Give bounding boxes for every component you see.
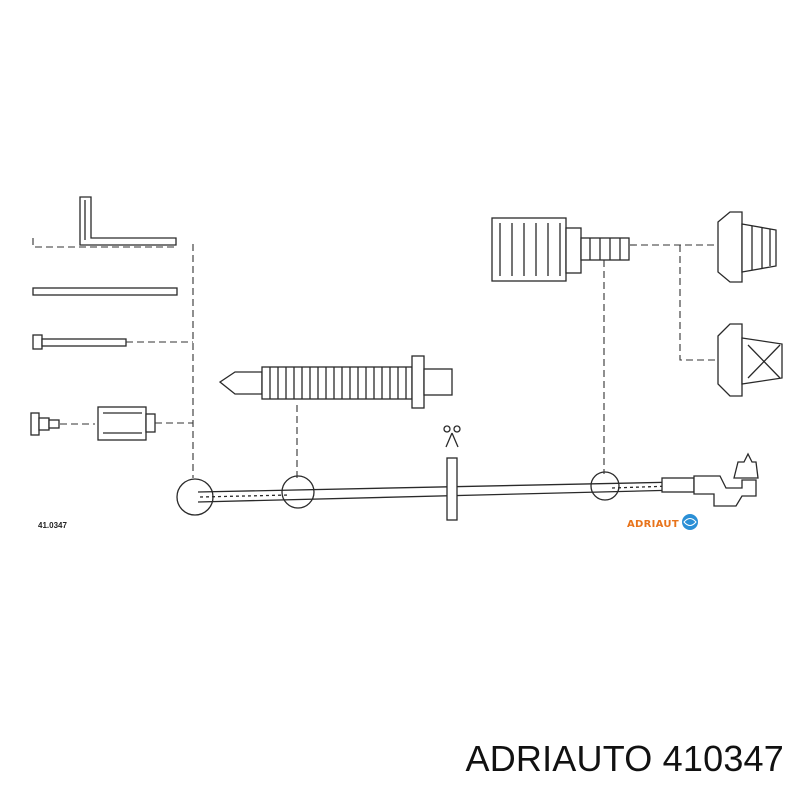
adjuster-part xyxy=(491,217,630,282)
leader-allen-key xyxy=(32,238,176,248)
clip-fitting xyxy=(733,452,759,479)
scissors-icon xyxy=(443,425,461,448)
cable-exploded-diagram: 41.0347 ADRIAUT xyxy=(30,196,783,530)
logo-globe-icon xyxy=(682,514,698,530)
cut-marker xyxy=(446,457,458,521)
product-caption: ADRIAUTO 410347 xyxy=(465,738,784,779)
long-rod-part xyxy=(32,287,178,296)
brand-logo-text: ADRIAUT xyxy=(627,519,679,530)
ferrule xyxy=(661,477,695,493)
cone-cap-part xyxy=(717,323,783,397)
detail-circle-1 xyxy=(176,478,214,516)
cable-assembly xyxy=(176,425,759,521)
leader-right-down xyxy=(679,245,718,361)
end-fitting xyxy=(693,475,757,507)
allen-key-part xyxy=(79,196,177,246)
brand-logo: ADRIAUT xyxy=(627,514,698,530)
sleeve-part xyxy=(97,406,156,441)
part-code-label: 41.0347 xyxy=(38,521,67,530)
corrugated-sheath-part xyxy=(218,355,453,409)
knurled-cap-part xyxy=(717,211,777,283)
detail-circle-3 xyxy=(590,471,620,501)
detail-circle-2 xyxy=(281,475,315,509)
stud-part xyxy=(30,412,60,436)
pin-part xyxy=(32,334,127,350)
